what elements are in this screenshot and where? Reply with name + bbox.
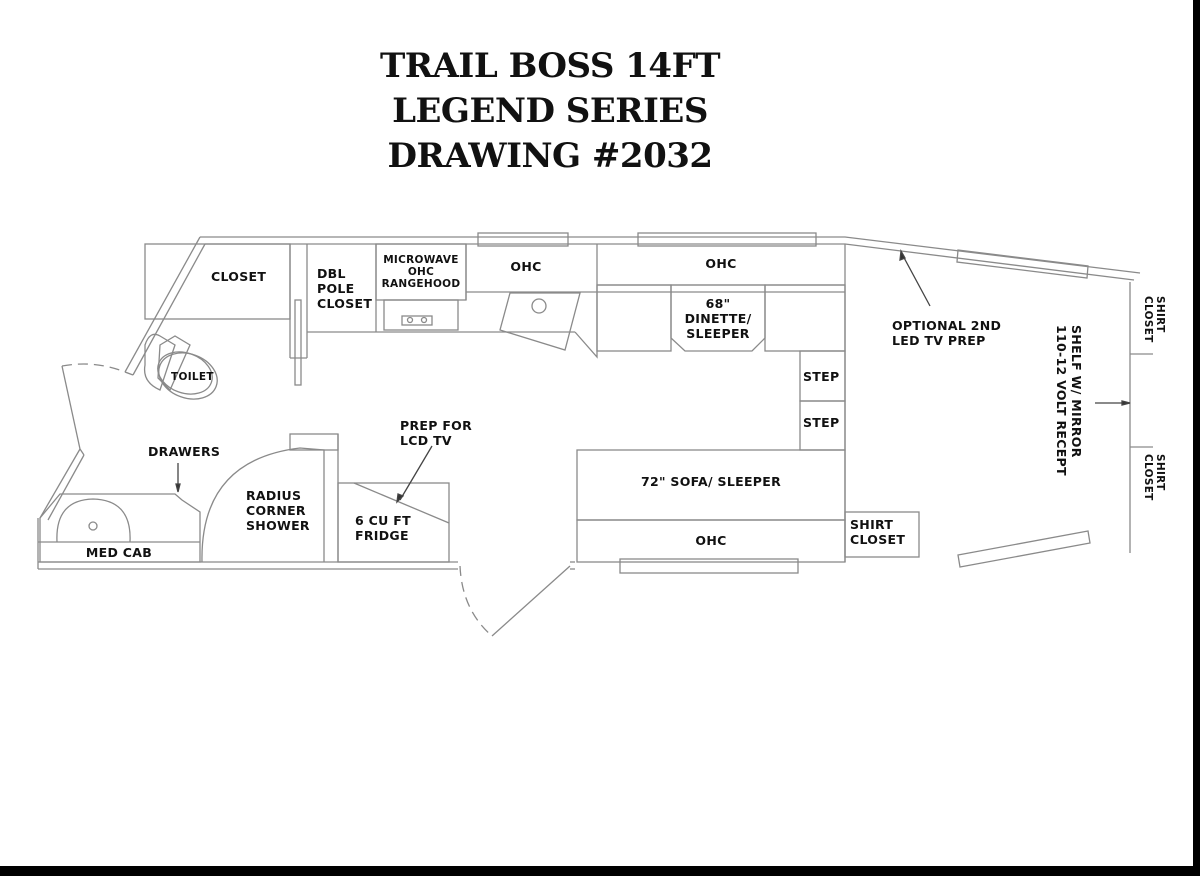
- label-line: SHIRT: [1154, 296, 1166, 333]
- label-line: DBL: [317, 266, 346, 281]
- label-line: LED TV PREP: [892, 333, 986, 348]
- label-line: SHIRT: [1154, 454, 1166, 491]
- label-radius-shower: RADIUS CORNER SHOWER: [246, 488, 310, 533]
- label-line: RADIUS: [246, 488, 302, 503]
- drawing-title-line-1: TRAIL BOSS 14FT: [379, 46, 721, 86]
- label-line: CORNER: [246, 503, 306, 518]
- label-line: MICROWAVE: [383, 254, 459, 266]
- label-line: OHC: [407, 266, 435, 278]
- label-closet: CLOSET: [211, 269, 267, 284]
- label-line: DINETTE/: [684, 311, 752, 326]
- label-line: SHELF W/ MIRROR: [1069, 325, 1084, 458]
- label-shirt-closet-top: SHIRT CLOSET: [1142, 296, 1166, 343]
- label-ohc-kitchen: OHC: [510, 259, 542, 274]
- drawing-title-line-3: DRAWING #2032: [387, 136, 713, 176]
- label-line: CLOSET: [317, 296, 373, 311]
- label-ohc-sofa: OHC: [695, 533, 727, 548]
- label-line: RANGEHOOD: [381, 278, 461, 290]
- leader-lines: [175, 248, 1131, 504]
- label-line: LCD TV: [400, 433, 452, 448]
- label-prep-lcd-tv: PREP FOR LCD TV: [400, 418, 472, 448]
- label-line: POLE: [317, 281, 355, 296]
- label-line: SLEEPER: [686, 326, 750, 341]
- label-med-cab: MED CAB: [85, 545, 153, 560]
- label-shelf-mirror: SHELF W/ MIRROR 110-12 VOLT RECEPT: [1054, 325, 1084, 476]
- outer-wall: [37, 236, 1141, 570]
- label-dbl-pole-closet: DBL POLE CLOSET: [317, 266, 372, 311]
- label-shirt-closet-front: SHIRT CLOSET: [850, 517, 905, 547]
- label-drawers: DRAWERS: [148, 444, 221, 459]
- label-line: 6 CU FT: [355, 513, 411, 528]
- label-line: CLOSET: [1142, 296, 1154, 343]
- label-line: PREP FOR: [400, 418, 473, 433]
- label-microwave: MICROWAVE OHC RANGEHOOD: [378, 254, 464, 290]
- label-ohc-dinette: OHC: [705, 256, 737, 271]
- label-sofa: 72" SOFA/ SLEEPER: [640, 474, 782, 489]
- label-optional-tv: OPTIONAL 2ND LED TV PREP: [892, 318, 1001, 348]
- entry-door: [61, 363, 571, 637]
- closet-door: [294, 299, 302, 386]
- label-line: FRIDGE: [355, 528, 409, 543]
- drawing-title-line-2: LEGEND SERIES: [392, 91, 708, 131]
- windows: [477, 232, 1091, 574]
- label-step-2: STEP: [803, 415, 840, 430]
- label-step-1: STEP: [803, 369, 840, 384]
- label-line: 110-12 VOLT RECEPT: [1054, 325, 1069, 476]
- toilet-fixture: [143, 333, 218, 400]
- label-toilet: TOILET: [171, 371, 214, 383]
- label-dinette: 68" DINETTE/ SLEEPER: [672, 296, 764, 341]
- label-fridge: 6 CU FT FRIDGE: [355, 513, 411, 543]
- label-shirt-closet-bottom: SHIRT CLOSET: [1142, 454, 1166, 501]
- label-line: 68": [705, 296, 731, 311]
- label-line: CLOSET: [1142, 454, 1154, 501]
- label-line: SHOWER: [246, 518, 310, 533]
- label-line: OPTIONAL 2ND: [892, 318, 1002, 333]
- label-line: SHIRT: [850, 517, 894, 532]
- label-line: CLOSET: [850, 532, 906, 547]
